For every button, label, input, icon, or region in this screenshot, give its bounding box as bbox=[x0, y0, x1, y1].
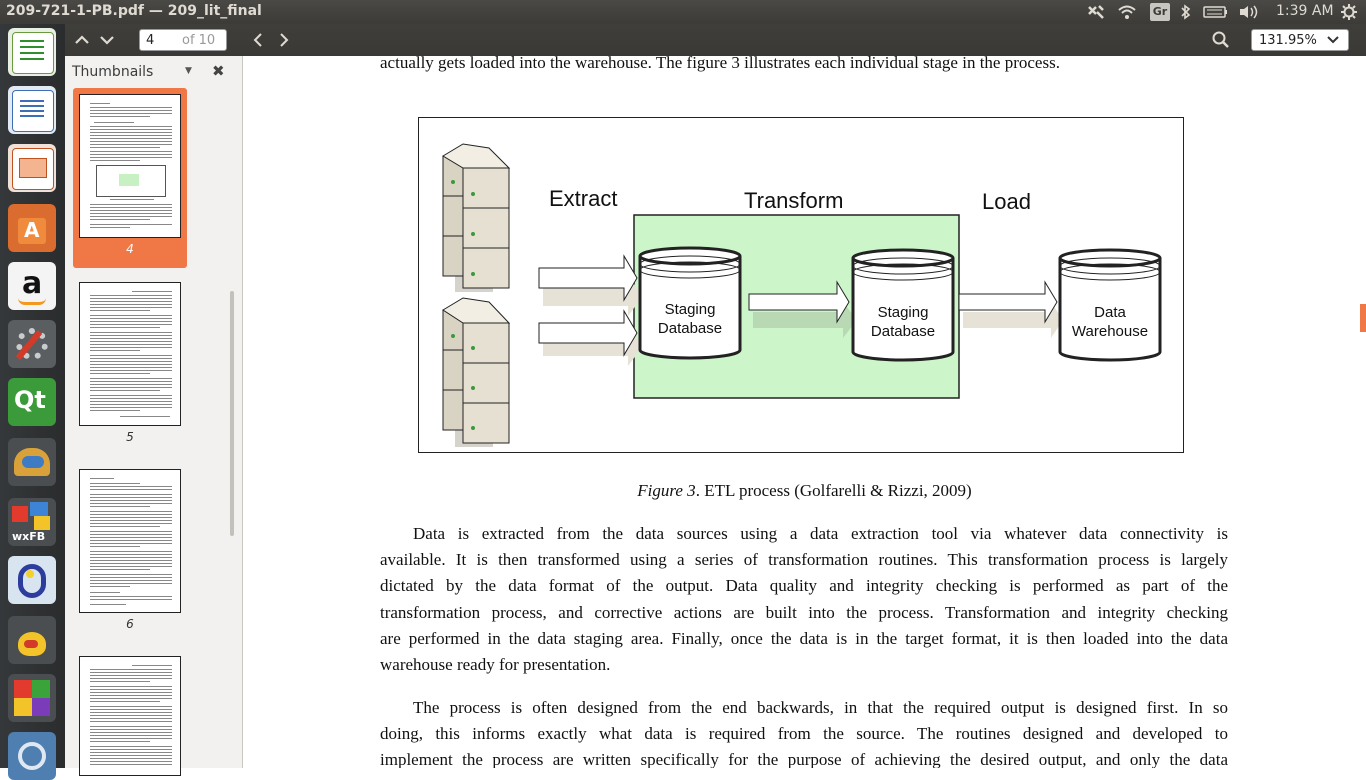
arrow-icon bbox=[958, 280, 1063, 338]
search-icon[interactable] bbox=[1209, 28, 1233, 52]
thumbnail-page-number: 6 bbox=[126, 617, 134, 631]
staging-db-label-1: Staging bbox=[665, 301, 716, 318]
arrow-icon bbox=[538, 309, 643, 366]
warehouse-label-b: Warehouse bbox=[1072, 323, 1148, 340]
thumbnail-image bbox=[79, 94, 181, 238]
python-icon[interactable] bbox=[8, 556, 56, 604]
scrollbar-thumb[interactable] bbox=[230, 291, 234, 536]
thumbnail-image bbox=[79, 282, 181, 426]
database-icon bbox=[638, 246, 742, 360]
paragraph-line: Data is extracted from the data sources … bbox=[413, 524, 1228, 543]
arrow-icon bbox=[538, 254, 643, 316]
history-forward-button[interactable] bbox=[272, 28, 296, 52]
sidebar-title[interactable]: Thumbnails bbox=[72, 64, 154, 80]
system-settings-icon[interactable] bbox=[8, 320, 56, 368]
doc-line: actually gets loaded into the warehouse.… bbox=[380, 56, 1060, 72]
paragraph-line: dictated by the data format of the outpu… bbox=[380, 576, 1228, 595]
server-icon bbox=[442, 297, 511, 447]
sidebar-header: Thumbnails ▼ ✖ bbox=[65, 56, 242, 86]
paragraph-line: implement the process are written specif… bbox=[380, 750, 1228, 768]
transform-label: Transform bbox=[744, 188, 843, 213]
wxformbuilder-icon[interactable]: wxFB bbox=[8, 498, 56, 546]
thumbnail-page-7[interactable] bbox=[73, 650, 187, 776]
staging-db-label-1b: Database bbox=[658, 320, 722, 337]
server-icon bbox=[442, 143, 511, 292]
clock[interactable]: 1:39 AM bbox=[1276, 3, 1334, 19]
launcher: A a Qt wxFB bbox=[0, 24, 65, 780]
paragraph-line: transformation process, and corrective a… bbox=[380, 603, 1228, 622]
mail-icon[interactable] bbox=[8, 438, 56, 486]
battery-icon[interactable] bbox=[1203, 4, 1229, 20]
software-center-icon[interactable]: A bbox=[8, 204, 56, 252]
page-current[interactable]: 4 bbox=[146, 33, 155, 48]
chevron-down-icon bbox=[1327, 36, 1339, 44]
scroll-position-indicator[interactable] bbox=[1360, 304, 1366, 332]
paragraph-line: warehouse ready for presentation. bbox=[380, 655, 611, 674]
extract-label: Extract bbox=[549, 186, 617, 211]
thumbnail-page-5[interactable]: 5 bbox=[73, 276, 187, 456]
page-number-field[interactable]: 4 of 10 bbox=[139, 29, 227, 51]
tools-icon[interactable] bbox=[1087, 4, 1105, 20]
etl-figure: Extract Transform Load Staging Database … bbox=[418, 117, 1184, 453]
thumbnails-sidebar: Thumbnails ▼ ✖ bbox=[65, 56, 243, 776]
next-page-button[interactable] bbox=[95, 28, 119, 52]
paragraph-line: The process is often designed from the e… bbox=[413, 698, 1228, 717]
window-title: 209-721-1-PB.pdf — 209_lit_final bbox=[6, 3, 262, 19]
qt-creator-icon[interactable]: Qt bbox=[8, 378, 56, 426]
document-view[interactable]: actually gets loaded into the warehouse.… bbox=[243, 56, 1366, 768]
volume-icon[interactable] bbox=[1238, 4, 1260, 20]
figure-caption: Figure 3. ETL process (Golfarelli & Rizz… bbox=[243, 481, 1366, 501]
paragraph-line: doing, this informs exactly what data is… bbox=[380, 724, 1228, 743]
amazon-icon[interactable]: a bbox=[8, 262, 56, 310]
zoom-select[interactable]: 131.95% bbox=[1251, 29, 1349, 51]
history-back-button[interactable] bbox=[246, 28, 270, 52]
previous-page-button[interactable] bbox=[70, 28, 94, 52]
database-icon bbox=[851, 248, 955, 362]
top-panel: 209-721-1-PB.pdf — 209_lit_final Gr 1:39… bbox=[0, 0, 1366, 24]
writer-icon[interactable] bbox=[8, 86, 56, 134]
impress-icon[interactable] bbox=[8, 144, 56, 192]
bluetooth-icon[interactable] bbox=[1180, 4, 1192, 20]
sidebar-scrollbar[interactable] bbox=[230, 86, 234, 764]
page-total: of 10 bbox=[182, 33, 216, 48]
wifi-icon[interactable] bbox=[1117, 4, 1137, 20]
caption-label: Figure 3 bbox=[637, 481, 696, 500]
thumbnail-page-number: 5 bbox=[126, 430, 134, 444]
thumbnail-page-6[interactable]: 6 bbox=[73, 463, 187, 643]
staging-db-label-2b: Database bbox=[871, 323, 935, 340]
thumbnail-page-number: 4 bbox=[126, 242, 134, 256]
keyboard-layout-indicator[interactable]: Gr bbox=[1150, 3, 1170, 21]
toolbar: 4 of 10 131.95% bbox=[65, 24, 1366, 56]
spreadsheet-icon[interactable] bbox=[8, 28, 56, 76]
thumbnail-page-4[interactable]: 4 bbox=[73, 88, 187, 268]
zoom-value: 131.95% bbox=[1259, 33, 1317, 48]
load-label: Load bbox=[982, 189, 1031, 214]
chevron-down-icon[interactable]: ▼ bbox=[185, 66, 192, 76]
paragraph-line: are performed in the data staging area. … bbox=[380, 629, 1228, 648]
colors-icon[interactable] bbox=[8, 674, 56, 722]
staging-db-label-2: Staging bbox=[878, 304, 929, 321]
database-icon bbox=[1058, 248, 1162, 362]
network-icon[interactable] bbox=[8, 732, 56, 780]
close-icon[interactable]: ✖ bbox=[212, 62, 225, 80]
paragraph-line: available. It is then transformed using … bbox=[380, 550, 1228, 569]
warehouse-label: Data bbox=[1094, 304, 1126, 321]
caption-text: . ETL process (Golfarelli & Rizzi, 2009) bbox=[695, 481, 972, 500]
thumbnail-image bbox=[79, 469, 181, 613]
arrow-icon bbox=[748, 280, 857, 338]
gear-icon[interactable] bbox=[1340, 3, 1358, 20]
thumbnail-image bbox=[79, 656, 181, 776]
teapot-icon[interactable] bbox=[8, 616, 56, 664]
